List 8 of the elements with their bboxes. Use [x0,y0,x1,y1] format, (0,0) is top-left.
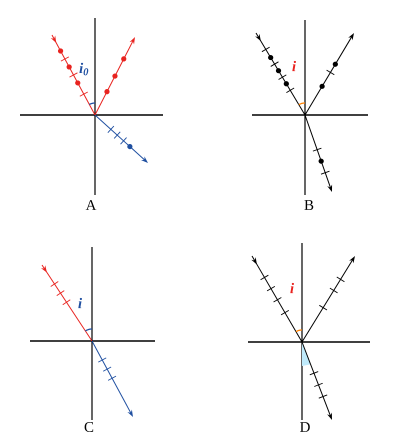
option-label: D [298,421,312,433]
angle-label: i [290,282,294,294]
option-label: C [83,420,95,434]
angle-label: i$_{0}$ [79,62,88,76]
angle-label: i [292,60,296,72]
option-label: A [84,199,98,211]
angle-label: i [78,298,82,308]
option-label: B [303,199,315,211]
